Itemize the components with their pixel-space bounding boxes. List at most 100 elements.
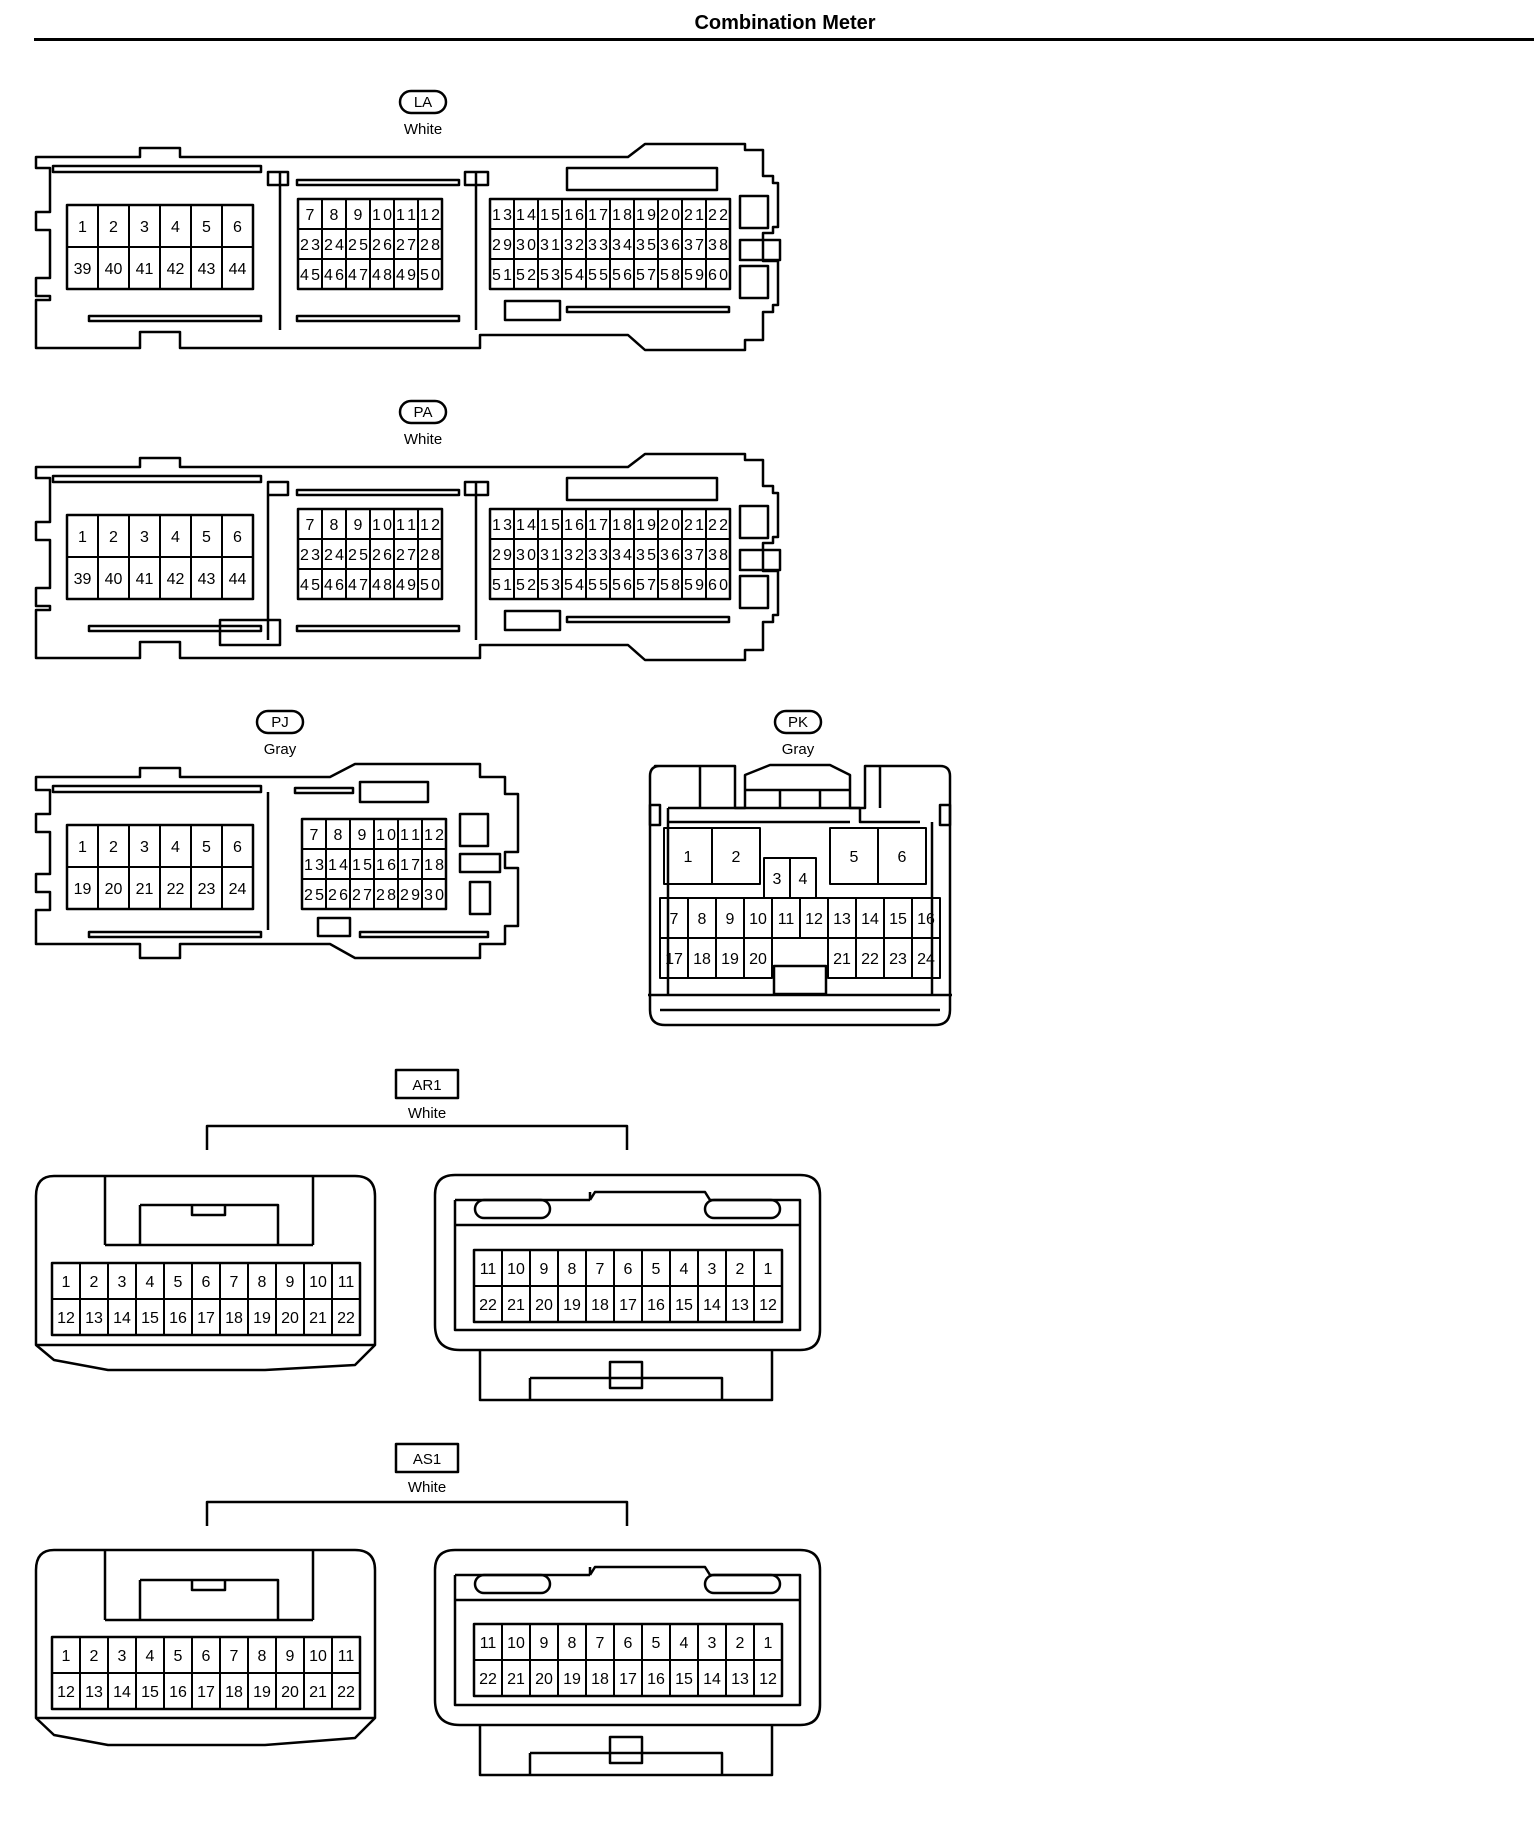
- pin-label: 22: [337, 1310, 355, 1327]
- pin-label: 4: [146, 1274, 155, 1291]
- pin-label: 20: [749, 951, 767, 968]
- pin-label: 23: [889, 951, 907, 968]
- pin-label: 16: [647, 1297, 665, 1314]
- pin-label: 3: [140, 219, 149, 236]
- pin-label: 56: [612, 267, 632, 284]
- pin-cell: [221, 246, 254, 290]
- pin-label: 34: [612, 547, 632, 564]
- connector-code-pa: PA: [414, 404, 433, 421]
- pin-label: 35: [636, 547, 656, 564]
- pin-cell: [911, 937, 941, 979]
- pin-label: 5: [850, 849, 859, 866]
- pin-label: 39: [74, 261, 92, 278]
- pin-label: 10: [749, 911, 767, 928]
- pin-label: 1: [764, 1635, 773, 1652]
- pin-label: 5: [202, 529, 211, 546]
- pin-label: 17: [619, 1297, 637, 1314]
- pin-label: 17: [619, 1671, 637, 1688]
- pin-cell: [705, 258, 731, 290]
- pin-label: 60: [708, 577, 728, 594]
- housing-pk: [648, 763, 952, 1027]
- pin-label: 22: [167, 881, 185, 898]
- pin-label: 34: [612, 237, 632, 254]
- pin-label: 10: [309, 1648, 327, 1665]
- pin-label: 49: [396, 267, 416, 284]
- pin-label: 2: [90, 1274, 99, 1291]
- pin-label: 19: [636, 517, 656, 534]
- pin-label: 3: [708, 1261, 717, 1278]
- pin-label: 21: [833, 951, 851, 968]
- pin-label: 33: [588, 547, 608, 564]
- connector-color-as1: White: [408, 1479, 446, 1496]
- pin-label: 8: [330, 207, 339, 224]
- pin-label: 17: [400, 857, 420, 874]
- connector-code-as1: AS1: [413, 1451, 441, 1468]
- pin-label: 28: [420, 547, 440, 564]
- pin-label: 20: [281, 1310, 299, 1327]
- pin-label: 22: [708, 207, 728, 224]
- pin-label: 3: [140, 839, 149, 856]
- pin-label: 18: [612, 517, 632, 534]
- pin-label: 19: [636, 207, 656, 224]
- pin-label: 13: [731, 1297, 749, 1314]
- pin-label: 11: [396, 207, 416, 224]
- pin-label: 37: [684, 237, 704, 254]
- pin-label: 15: [675, 1671, 693, 1688]
- housing-pa: [34, 452, 780, 662]
- pin-label: 40: [105, 261, 123, 278]
- pin-label: 1: [78, 529, 87, 546]
- pin-cell: [753, 1659, 783, 1697]
- pin-label: 19: [563, 1297, 581, 1314]
- pin-cell: [705, 568, 731, 600]
- connector-tag-la: LA: [398, 89, 448, 115]
- pin-label: 20: [660, 517, 680, 534]
- pin-label: 18: [591, 1297, 609, 1314]
- pin-label: 10: [372, 207, 392, 224]
- pin-label: 4: [680, 1261, 689, 1278]
- pin-label: 55: [588, 577, 608, 594]
- connector-code-pk: PK: [788, 714, 808, 731]
- pin-label: 9: [354, 517, 363, 534]
- pin-label: 10: [376, 827, 396, 844]
- pin-label: 44: [229, 261, 247, 278]
- pin-label: 13: [85, 1684, 103, 1701]
- pin-label: 22: [861, 951, 879, 968]
- pin-label: 23: [300, 237, 320, 254]
- pin-label: 16: [169, 1310, 187, 1327]
- pin-label: 38: [708, 237, 728, 254]
- bracket-ar1: [205, 1124, 629, 1150]
- pin-label: 45: [300, 577, 320, 594]
- pin-label: 46: [324, 267, 344, 284]
- pin-label: 14: [113, 1310, 131, 1327]
- pin-label: 3: [140, 529, 149, 546]
- connector-tag-ar1: [394, 1068, 460, 1100]
- pin-label: 23: [198, 881, 216, 898]
- pin-label: 12: [420, 517, 440, 534]
- pin-label: 17: [588, 517, 608, 534]
- pin-label: 4: [171, 219, 180, 236]
- pin-label: 22: [479, 1671, 497, 1688]
- pin-label: 47: [348, 267, 368, 284]
- pin-label: 4: [680, 1635, 689, 1652]
- pin-label: 9: [286, 1274, 295, 1291]
- pin-label: 43: [198, 261, 216, 278]
- pin-label: 11: [480, 1635, 497, 1652]
- pin-label: 19: [253, 1310, 271, 1327]
- pin-label: 1: [764, 1261, 773, 1278]
- pin-label: 47: [348, 577, 368, 594]
- pin-label: 59: [684, 577, 704, 594]
- pin-label: 8: [258, 1648, 267, 1665]
- pin-label: 24: [229, 881, 247, 898]
- pin-label: 48: [372, 577, 392, 594]
- pin-label: 10: [309, 1274, 327, 1291]
